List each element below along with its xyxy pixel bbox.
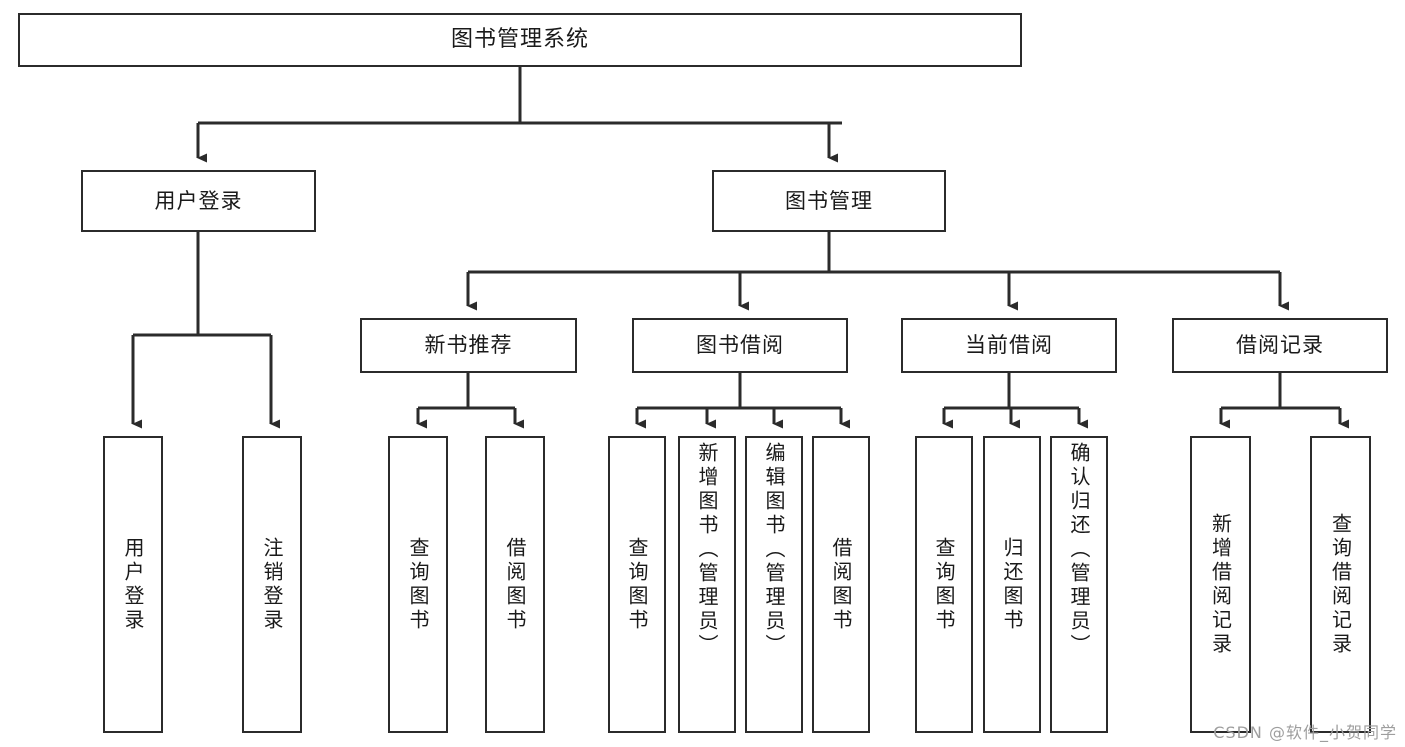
leaf-edit-book[interactable]: 编辑图书（管理员） xyxy=(745,436,803,733)
node-root[interactable]: 图书管理系统 xyxy=(18,13,1022,67)
node-book-borrow[interactable]: 图书借阅 xyxy=(632,318,848,373)
node-root-label: 图书管理系统 xyxy=(450,27,589,53)
leaf-user-logout-label: 注销登录 xyxy=(260,536,284,633)
leaf-query-book-1[interactable]: 查询图书 xyxy=(388,436,448,733)
leaf-add-record-label: 新增借阅记录 xyxy=(1208,512,1233,657)
leaf-user-logout-wrap: 注销登录 xyxy=(244,438,300,731)
leaf-add-record[interactable]: 新增借阅记录 xyxy=(1190,436,1251,733)
leaf-add-book[interactable]: 新增图书（管理员） xyxy=(678,436,736,733)
leaf-borrow-book-2-wrap: 借阅图书 xyxy=(814,438,868,731)
leaf-query-book-2[interactable]: 查询图书 xyxy=(608,436,666,733)
leaf-return-book-wrap: 归还图书 xyxy=(985,438,1039,731)
node-borrow-record-label: 借阅记录 xyxy=(1236,333,1324,358)
leaf-query-record[interactable]: 查询借阅记录 xyxy=(1310,436,1371,733)
leaf-borrow-book-1-wrap: 借阅图书 xyxy=(487,438,543,731)
node-book-manage-label: 图书管理 xyxy=(785,188,873,213)
leaf-return-book[interactable]: 归还图书 xyxy=(983,436,1041,733)
leaf-borrow-book-1-label: 借阅图书 xyxy=(503,536,527,633)
node-new-book-recommend[interactable]: 新书推荐 xyxy=(360,318,577,373)
node-new-book-recommend-label: 新书推荐 xyxy=(424,333,513,358)
leaf-query-book-3-wrap: 查询图书 xyxy=(917,438,971,731)
node-user-login-label: 用户登录 xyxy=(154,188,243,213)
leaf-add-book-wrap: 新增图书（管理员） xyxy=(680,438,734,735)
leaf-confirm-return-label: 确认归还（管理员） xyxy=(1067,442,1091,658)
leaf-user-login-wrap: 用户登录 xyxy=(105,438,161,731)
leaf-edit-book-label: 编辑图书（管理员） xyxy=(762,442,786,658)
node-current-borrow-label: 当前借阅 xyxy=(965,333,1053,358)
leaf-query-book-2-wrap: 查询图书 xyxy=(610,438,664,731)
leaf-return-book-label: 归还图书 xyxy=(1000,536,1024,633)
leaf-confirm-return[interactable]: 确认归还（管理员） xyxy=(1050,436,1108,733)
node-borrow-record[interactable]: 借阅记录 xyxy=(1172,318,1388,373)
leaf-query-book-1-label: 查询图书 xyxy=(406,536,430,633)
node-book-borrow-label: 图书借阅 xyxy=(696,333,784,358)
node-user-login[interactable]: 用户登录 xyxy=(81,170,316,232)
leaf-confirm-return-wrap: 确认归还（管理员） xyxy=(1052,438,1106,735)
leaf-add-record-wrap: 新增借阅记录 xyxy=(1192,438,1249,731)
leaf-edit-book-wrap: 编辑图书（管理员） xyxy=(747,438,801,735)
leaf-query-record-wrap: 查询借阅记录 xyxy=(1312,438,1369,731)
leaf-borrow-book-2[interactable]: 借阅图书 xyxy=(812,436,870,733)
leaf-query-book-1-wrap: 查询图书 xyxy=(390,438,446,731)
leaf-query-book-3[interactable]: 查询图书 xyxy=(915,436,973,733)
leaf-user-login[interactable]: 用户登录 xyxy=(103,436,163,733)
leaf-query-book-3-label: 查询图书 xyxy=(932,536,956,633)
leaf-query-record-label: 查询借阅记录 xyxy=(1328,512,1353,657)
node-current-borrow[interactable]: 当前借阅 xyxy=(901,318,1117,373)
node-book-manage[interactable]: 图书管理 xyxy=(712,170,946,232)
watermark: CSDN @软件_小贺同学 xyxy=(1213,723,1397,742)
leaf-user-login-label: 用户登录 xyxy=(121,536,145,633)
leaf-add-book-label: 新增图书（管理员） xyxy=(695,442,719,658)
leaf-borrow-book-2-label: 借阅图书 xyxy=(829,536,853,633)
leaf-user-logout[interactable]: 注销登录 xyxy=(242,436,302,733)
leaf-query-book-2-label: 查询图书 xyxy=(625,536,649,633)
leaf-borrow-book-1[interactable]: 借阅图书 xyxy=(485,436,545,733)
